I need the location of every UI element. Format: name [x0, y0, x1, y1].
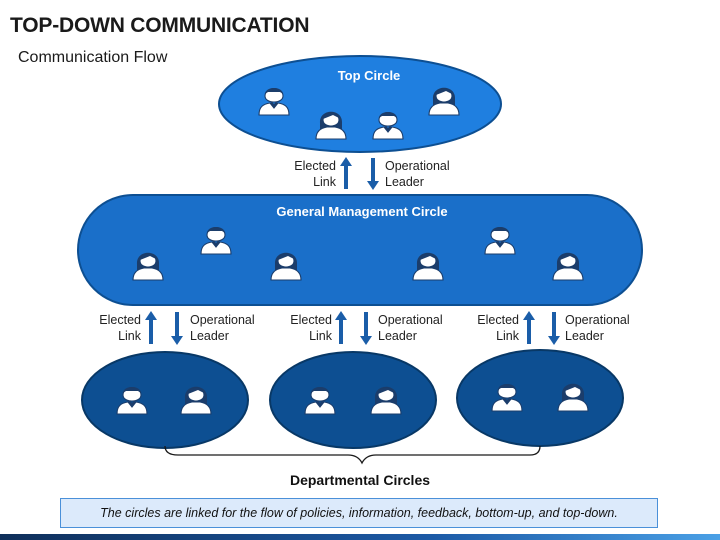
operational-leader-label: Operational — [565, 313, 630, 327]
departmental-circle-2 — [269, 351, 437, 449]
down-arrow-icon — [171, 312, 183, 345]
departmental-bracket — [164, 445, 541, 465]
svg-text:Link: Link — [313, 175, 337, 189]
svg-text:Leader: Leader — [378, 329, 417, 343]
elected-link-label: Elected — [294, 159, 336, 173]
page-title: TOP-DOWN COMMUNICATION — [10, 14, 310, 37]
up-arrow-icon — [145, 311, 157, 344]
svg-text:Leader: Leader — [565, 329, 604, 343]
page-subtitle: Communication Flow — [18, 49, 168, 66]
elected-link-label: Elected — [290, 313, 332, 327]
departmental-circle-3 — [456, 349, 624, 447]
operational-leader-label: Operational — [378, 313, 443, 327]
departmental-circle-1 — [81, 351, 249, 449]
link-general-dept-3: Elected Link Operational Leader — [477, 311, 630, 345]
link-top-general: Elected Link Operational Leader — [294, 157, 450, 190]
down-arrow-icon — [360, 312, 372, 345]
svg-text:Leader: Leader — [385, 175, 424, 189]
operational-leader-label: Operational — [385, 159, 450, 173]
down-arrow-icon — [367, 158, 379, 190]
link-general-dept-1: Elected Link Operational Leader — [99, 311, 255, 345]
up-arrow-icon — [340, 157, 352, 189]
operational-leader-label: Operational — [190, 313, 255, 327]
description-note: The circles are linked for the flow of p… — [60, 498, 658, 528]
general-circle-label: General Management Circle — [276, 204, 447, 219]
up-arrow-icon — [523, 311, 535, 344]
svg-text:Link: Link — [118, 329, 142, 343]
general-management-circle — [77, 194, 643, 306]
top-circle — [218, 55, 502, 153]
down-arrow-icon — [548, 312, 560, 345]
link-general-dept-2: Elected Link Operational Leader — [290, 311, 443, 345]
elected-link-label: Elected — [477, 313, 519, 327]
svg-text:Link: Link — [496, 329, 520, 343]
svg-text:Leader: Leader — [190, 329, 229, 343]
departmental-circles-label: Departmental Circles — [289, 472, 431, 488]
top-circle-label: Top Circle — [338, 68, 401, 83]
elected-link-label: Elected — [99, 313, 141, 327]
svg-text:Link: Link — [309, 329, 333, 343]
up-arrow-icon — [335, 311, 347, 344]
footer-accent-bar — [0, 534, 720, 540]
